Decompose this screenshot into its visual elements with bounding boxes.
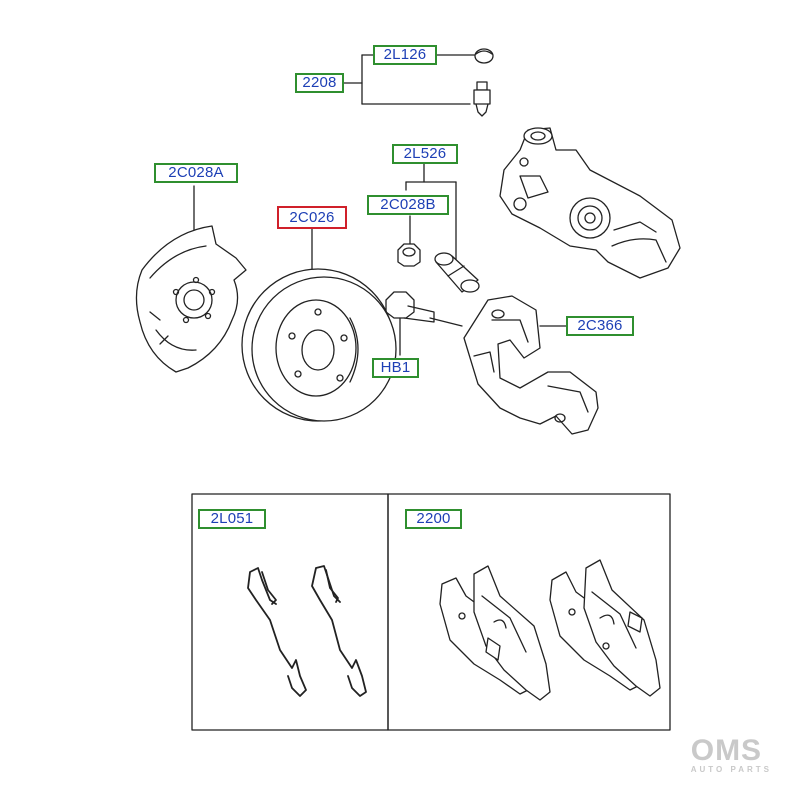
callout-2L126[interactable]: 2L126 (373, 45, 437, 65)
retaining-clip-right (311, 565, 367, 697)
leader-bolt-to-bracket (429, 317, 463, 327)
caliper-bracket-part (463, 295, 599, 435)
guide-pin-sleeve-part (434, 252, 480, 293)
leader-2L526-bracket (405, 163, 457, 263)
caliper-body-part (499, 127, 681, 279)
watermark-main: OMS (690, 734, 763, 767)
pad-kit-box (387, 493, 671, 731)
watermark-sub: AUTO PARTS (690, 765, 772, 774)
bleeder-screw-part (473, 81, 491, 117)
brake-pad-set-right (549, 559, 661, 697)
callout-2C026-highlighted[interactable]: 2C026 (277, 206, 347, 229)
callout-HB1[interactable]: HB1 (372, 358, 419, 378)
guide-bolt-cap-part (397, 243, 421, 267)
brake-pad-set-left (439, 565, 551, 701)
retaining-clip-left (247, 567, 307, 697)
callout-2208[interactable]: 2208 (295, 73, 344, 93)
callout-2C028B[interactable]: 2C028B (367, 195, 449, 215)
callout-2200[interactable]: 2200 (405, 509, 462, 529)
dust-shield-part (135, 225, 247, 373)
callout-2L051[interactable]: 2L051 (198, 509, 266, 529)
brake-disc-part (241, 268, 397, 422)
callout-2C028A[interactable]: 2C028A (154, 163, 238, 183)
oms-watermark-logo: OMS AUTO PARTS (691, 736, 772, 774)
guide-bolt-part (385, 291, 435, 356)
callout-2L526[interactable]: 2L526 (392, 144, 458, 164)
leader-2208-bracket (343, 54, 475, 105)
dust-cap-part (474, 48, 494, 64)
callout-2C366[interactable]: 2C366 (566, 316, 634, 336)
